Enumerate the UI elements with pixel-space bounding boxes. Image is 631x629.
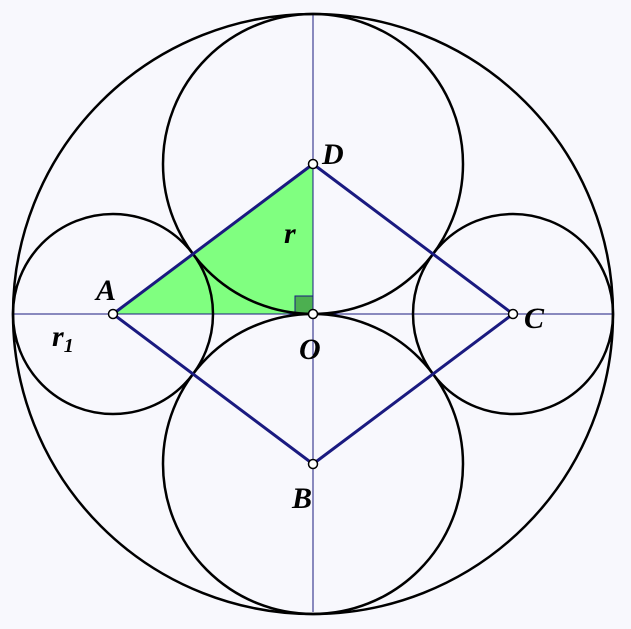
label-r1-sub: 1 (64, 335, 74, 357)
point-B (307, 458, 319, 470)
point-A (107, 308, 119, 320)
label-B: B (291, 482, 312, 515)
point-O (307, 308, 319, 320)
label-r: r (284, 217, 296, 250)
label-O: O (299, 333, 321, 366)
label-A: A (94, 274, 116, 307)
label-C: C (524, 302, 545, 335)
label-r1: r1 (52, 320, 74, 357)
left-circle (11, 212, 215, 416)
label-r1-base: r (52, 320, 64, 353)
right-circle (411, 212, 615, 416)
point-D (307, 158, 319, 170)
point-C (507, 308, 519, 320)
label-D: D (321, 138, 344, 171)
